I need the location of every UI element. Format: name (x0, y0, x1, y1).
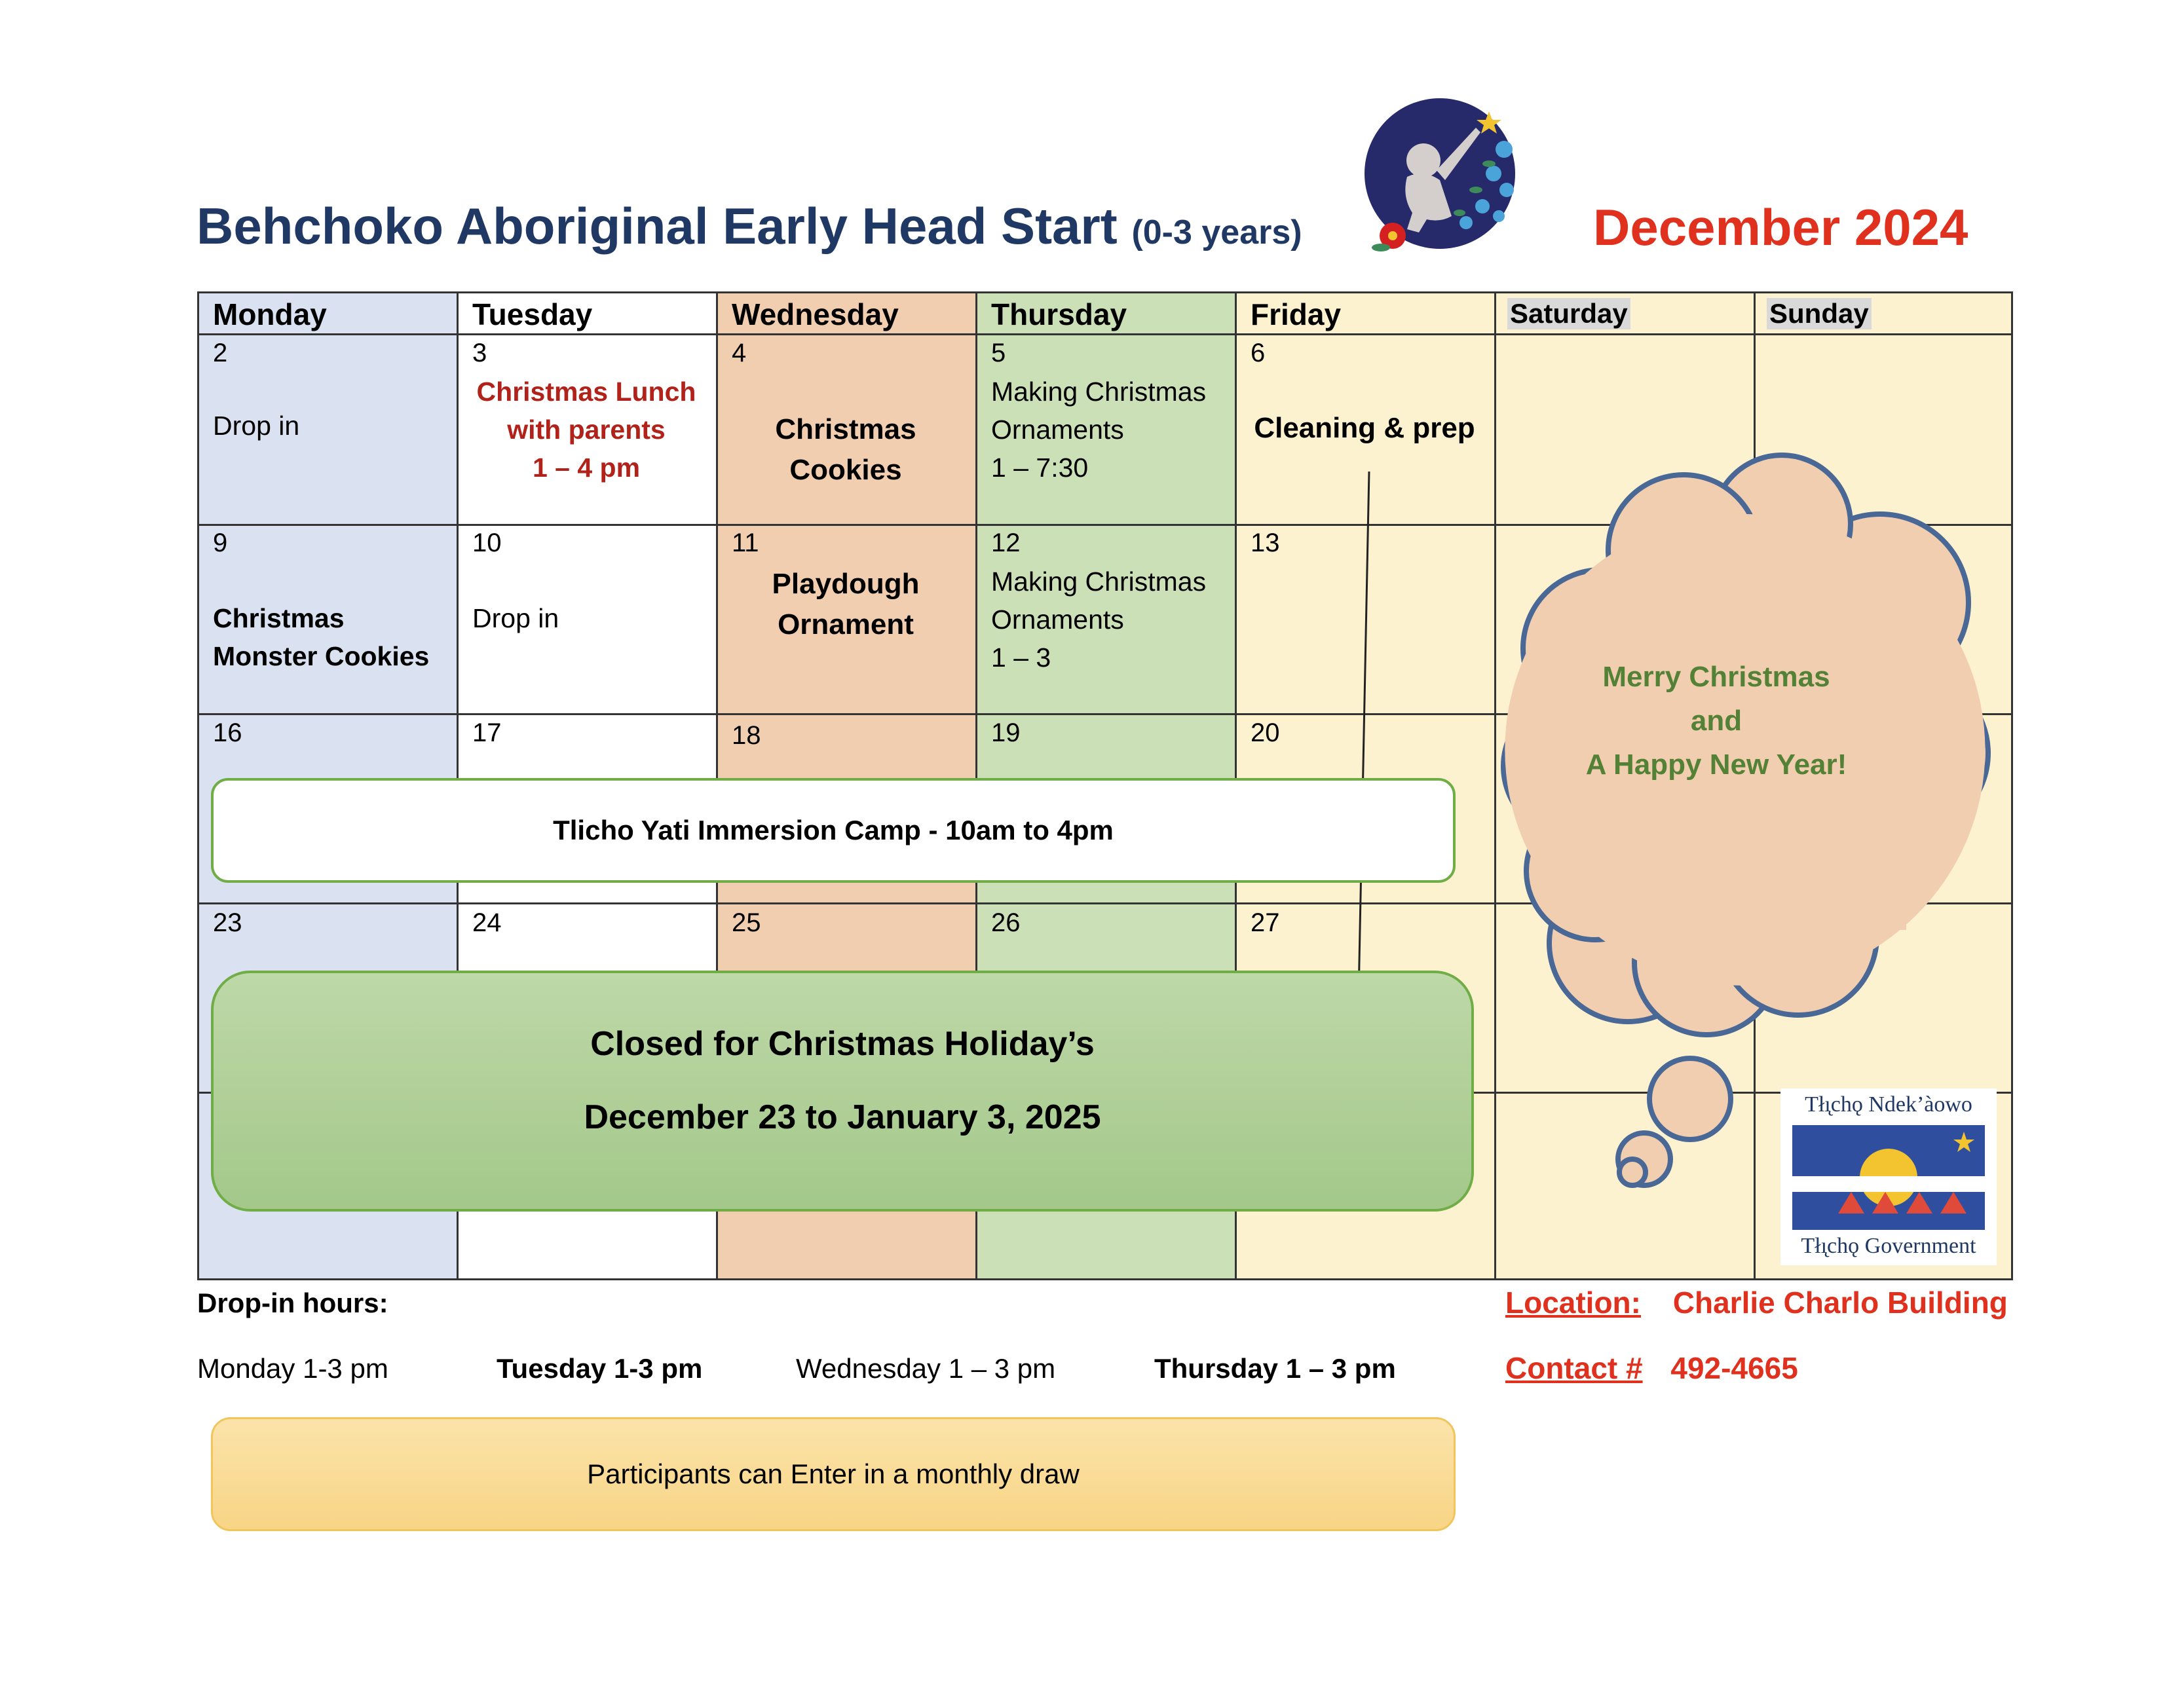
title-sub: (0-3 years) (1131, 213, 1302, 251)
day-header-monday: Monday (213, 297, 327, 331)
day-header-thursday: Thursday (991, 297, 1127, 331)
date-6: 6 (1251, 339, 1266, 367)
thought-cloud-icon (1501, 453, 1991, 1188)
hours-tuesday: Tuesday 1-3 pm (497, 1353, 703, 1384)
tlicho-government-logo: Tłı̨chǫ Ndek’àowo Tłı̨chǫ Government (1780, 1088, 1997, 1265)
monthly-draw-banner: Participants can Enter in a monthly draw (211, 1417, 1456, 1531)
date-2: 2 (213, 339, 228, 367)
hours-monday: Monday 1-3 pm (197, 1353, 388, 1384)
contact-value: 492-4665 (1670, 1351, 1798, 1385)
location-label: Location: (1505, 1286, 1641, 1320)
drop-in-hours-title: Drop-in hours: (197, 1288, 388, 1318)
day-header-wednesday: Wednesday (732, 297, 899, 331)
month-title: December 2024 (1593, 198, 1968, 256)
date-3: 3 (472, 339, 487, 367)
date-26: 26 (991, 908, 1021, 937)
day-header-sunday: Sunday (1767, 298, 1872, 329)
date-9: 9 (213, 528, 228, 557)
connector-line (1356, 472, 1370, 1061)
date-4: 4 (732, 339, 747, 367)
event-cleaning-prep: Cleaning & prep (1254, 412, 1475, 444)
page-title: Behchoko Aboriginal Early Head Start (0-… (197, 196, 1302, 256)
date-17: 17 (472, 718, 502, 747)
tlicho-logo-bottom-text: Tłı̨chǫ Government (1801, 1234, 1976, 1258)
hours-thursday: Thursday 1 – 3 pm (1154, 1353, 1396, 1384)
head-start-logo-icon (1365, 98, 1515, 251)
date-19: 19 (991, 718, 1021, 747)
location: Location: Charlie Charlo Building (1505, 1285, 2008, 1320)
date-5: 5 (991, 339, 1006, 367)
closed-line-1: Closed for Christmas Holiday’s (590, 1025, 1095, 1063)
date-12: 12 (991, 528, 1021, 557)
event-drop-in: Drop in (213, 411, 300, 441)
date-25: 25 (732, 908, 761, 937)
date-24: 24 (472, 908, 502, 937)
tlicho-emblem-icon (1792, 1125, 1985, 1230)
immersion-camp-banner: Tlicho Yati Immersion Camp - 10am to 4pm (211, 778, 1456, 883)
date-13: 13 (1251, 528, 1280, 557)
date-27: 27 (1251, 908, 1280, 937)
day-header-tuesday: Tuesday (472, 297, 593, 331)
date-23: 23 (213, 908, 242, 937)
tlicho-logo-top-text: Tłı̨chǫ Ndek’àowo (1805, 1092, 1972, 1117)
date-18: 18 (732, 721, 761, 750)
event-drop-in-10: Drop in (472, 603, 559, 633)
date-10: 10 (472, 528, 502, 557)
contact: Contact # 492-4665 (1505, 1350, 1798, 1386)
date-20: 20 (1251, 718, 1280, 747)
contact-label: Contact # (1505, 1351, 1643, 1385)
hours-wednesday: Wednesday 1 – 3 pm (796, 1353, 1056, 1384)
date-11: 11 (732, 528, 759, 557)
location-value: Charlie Charlo Building (1672, 1286, 2008, 1320)
date-16: 16 (213, 718, 242, 747)
title-main: Behchoko Aboriginal Early Head Start (197, 197, 1118, 255)
closed-line-2: December 23 to January 3, 2025 (584, 1098, 1101, 1136)
day-header-friday: Friday (1251, 297, 1342, 331)
day-header-saturday: Saturday (1507, 298, 1630, 329)
closed-holiday-banner: Closed for Christmas Holiday’s December … (211, 971, 1474, 1212)
